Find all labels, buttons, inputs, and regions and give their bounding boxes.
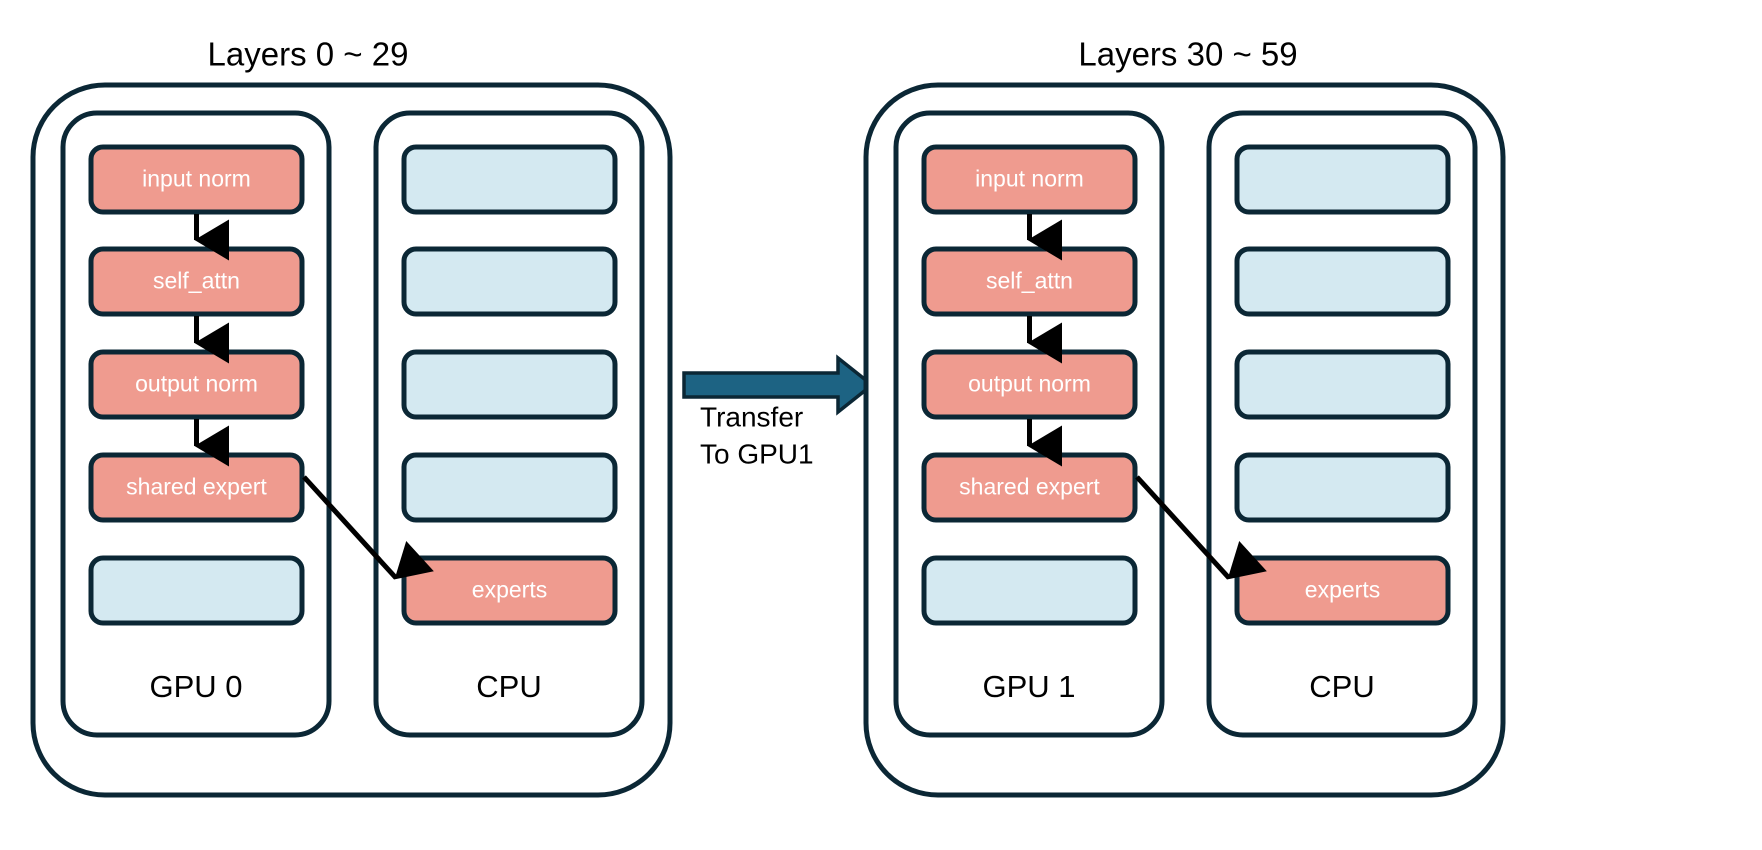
node-cpu0-2-box[interactable] [401, 349, 618, 420]
transfer-arrow-icon [682, 354, 875, 416]
column-gpu1: input norm self_attn output norm shared … [893, 110, 1165, 738]
column-cpu0-label: CPU [476, 669, 541, 704]
node-cpu1-4[interactable]: experts [1234, 555, 1451, 626]
node-gpu1-0-label: input norm [975, 166, 1084, 192]
node-gpu0-2-label: output norm [135, 371, 258, 397]
node-cpu0-4-box[interactable] [401, 555, 618, 626]
column-cpu1: experts CPU [1206, 110, 1478, 738]
column-gpu0: input norm self_attn output norm shared … [60, 110, 332, 738]
offload-arrow-right [1135, 475, 1267, 580]
group-left: Layers 0 ~ 29 input norm self_attn outpu… [30, 36, 673, 798]
node-gpu0-4-box[interactable] [88, 555, 305, 626]
node-cpu0-2[interactable] [401, 349, 618, 420]
node-gpu0-1-label: self_attn [153, 268, 240, 294]
node-gpu0-3-label: shared expert [126, 474, 267, 500]
node-gpu0-0-box[interactable] [88, 144, 305, 215]
node-cpu1-4-label: experts [1305, 577, 1380, 603]
node-gpu1-0-box[interactable] [921, 144, 1138, 215]
node-gpu1-4-box[interactable] [921, 555, 1138, 626]
node-gpu1-1-label: self_attn [986, 268, 1073, 294]
node-gpu1-0[interactable]: input norm [921, 144, 1138, 215]
node-gpu0-2[interactable]: output norm [88, 349, 305, 420]
node-cpu1-3[interactable] [1234, 452, 1451, 523]
node-cpu1-1[interactable] [1234, 246, 1451, 317]
column-gpu0-label: GPU 0 [149, 669, 242, 704]
transfer-label-line2: To GPU1 [700, 438, 814, 469]
transfer-arrow-group: Transfer To GPU1 [682, 354, 875, 469]
node-gpu0-0-label: input norm [142, 166, 251, 192]
node-gpu1-3-label: shared expert [959, 474, 1100, 500]
node-cpu0-0[interactable] [401, 144, 618, 215]
node-gpu0-0[interactable]: input norm [88, 144, 305, 215]
node-gpu1-1[interactable]: self_attn [921, 246, 1138, 317]
column-cpu1-label: CPU [1309, 669, 1374, 704]
node-cpu1-2[interactable] [1234, 349, 1451, 420]
node-cpu0-4[interactable]: experts [401, 555, 618, 626]
node-cpu0-3-box[interactable] [401, 452, 618, 523]
node-gpu1-3[interactable]: shared expert [921, 452, 1138, 523]
group-right-title: Layers 30 ~ 59 [1078, 36, 1297, 73]
node-cpu1-2-box[interactable] [1234, 349, 1451, 420]
node-cpu0-3[interactable] [401, 452, 618, 523]
node-cpu1-0-box[interactable] [1234, 144, 1451, 215]
column-cpu0: experts CPU [373, 110, 645, 738]
node-gpu0-4[interactable] [88, 555, 305, 626]
node-cpu1-3-box[interactable] [1234, 452, 1451, 523]
node-cpu0-1-box[interactable] [401, 246, 618, 317]
node-cpu1-1-box[interactable] [1234, 246, 1451, 317]
node-gpu1-2-label: output norm [968, 371, 1091, 397]
group-right: Layers 30 ~ 59 input norm self_attn outp… [863, 36, 1506, 798]
node-gpu0-1[interactable]: self_attn [88, 246, 305, 317]
node-cpu0-4-label: experts [472, 577, 547, 603]
transfer-label-line1: Transfer [700, 401, 803, 432]
node-cpu1-0[interactable] [1234, 144, 1451, 215]
node-cpu0-1[interactable] [401, 246, 618, 317]
node-gpu1-4[interactable] [921, 555, 1138, 626]
offload-arrow-left [302, 475, 434, 580]
column-gpu1-label: GPU 1 [982, 669, 1075, 704]
group-left-title: Layers 0 ~ 29 [208, 36, 409, 73]
node-cpu0-0-box[interactable] [401, 144, 618, 215]
node-gpu1-2[interactable]: output norm [921, 349, 1138, 420]
node-gpu0-3[interactable]: shared expert [88, 452, 305, 523]
node-cpu1-4-box[interactable] [1234, 555, 1451, 626]
